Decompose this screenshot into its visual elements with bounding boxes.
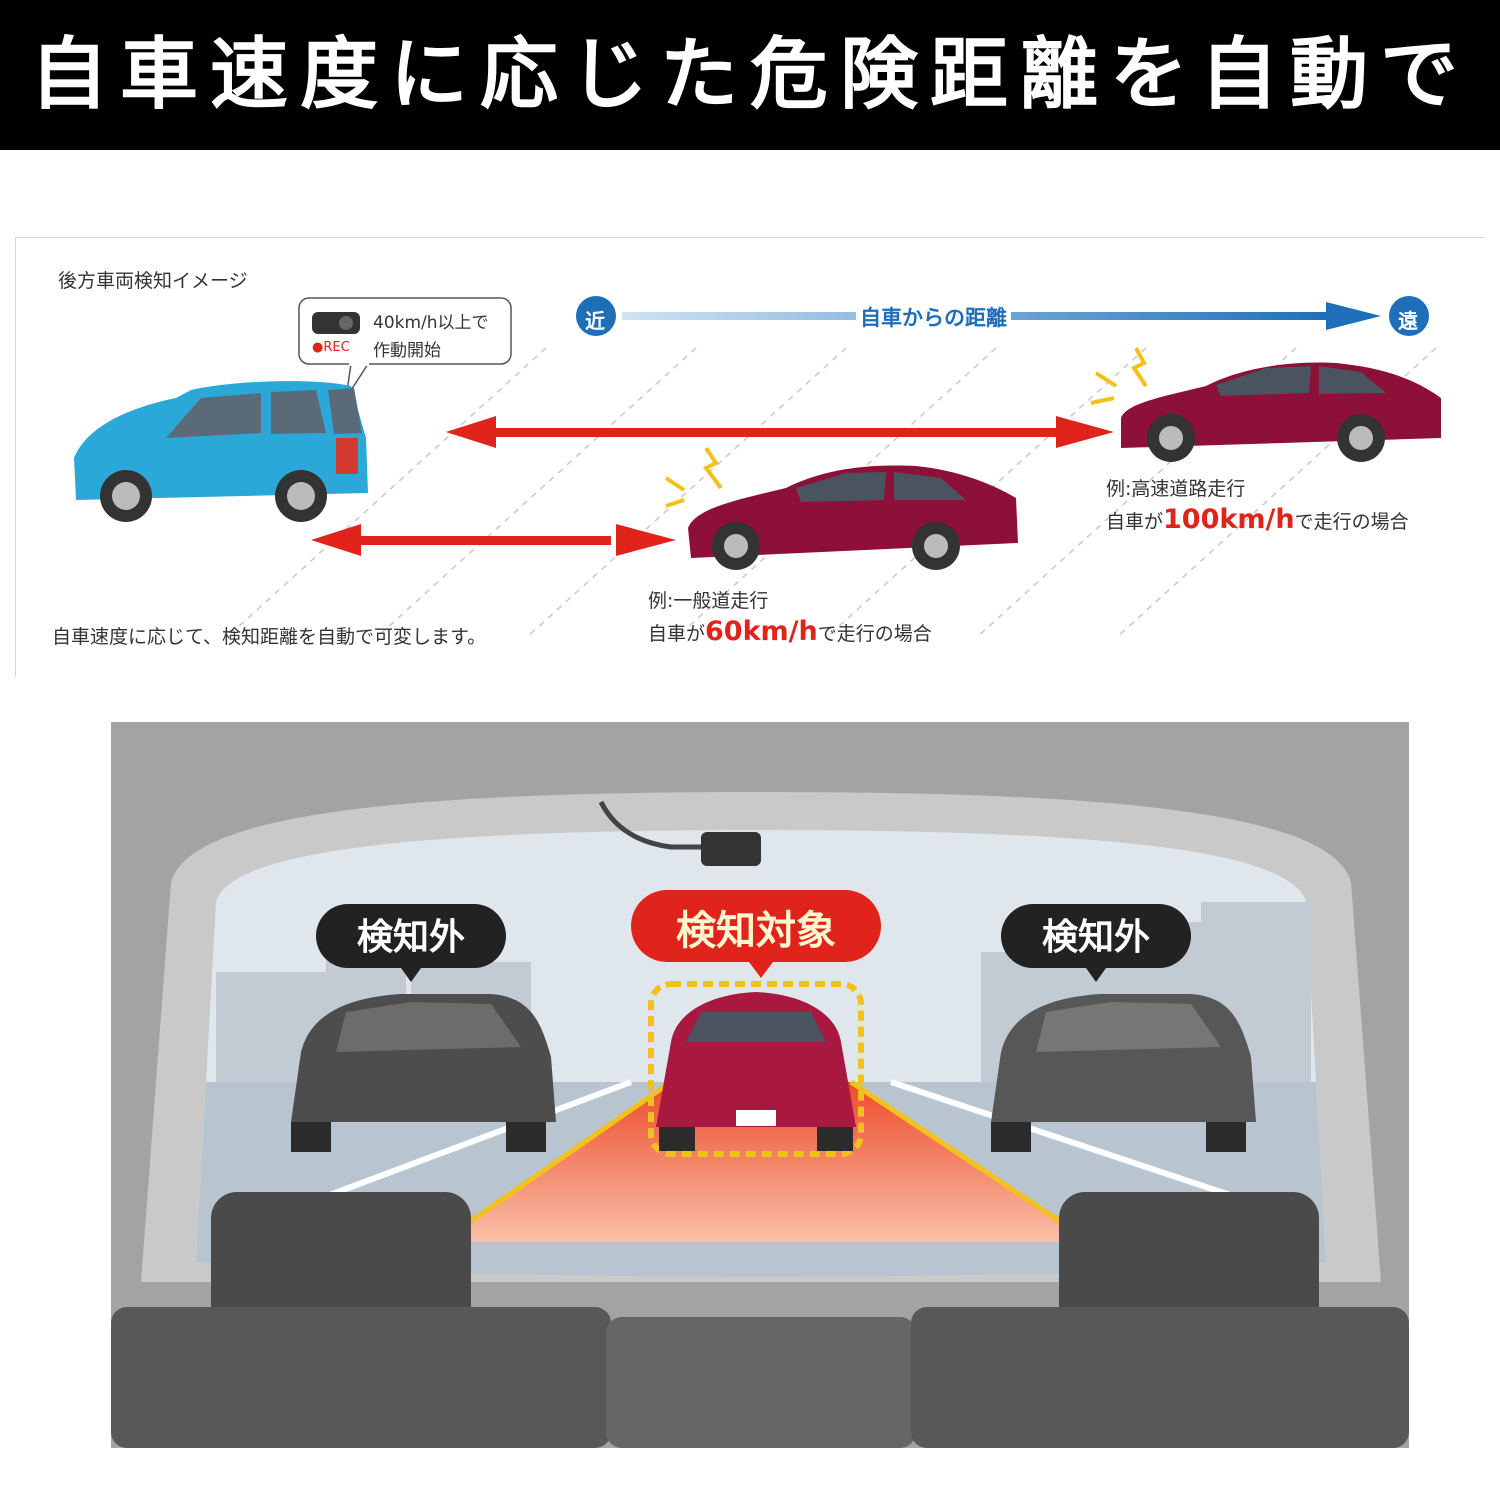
example-far-line2: 自車が100km/hで走行の場合	[1106, 504, 1409, 535]
example-near-suffix: で走行の場合	[817, 623, 932, 645]
example-far-line1: 例:高速道路走行	[1106, 478, 1246, 500]
detection-zone	[441, 1082, 1091, 1242]
center-label-bubble	[631, 890, 881, 978]
left-label-bubble	[316, 904, 506, 982]
diagram-illustration	[74, 296, 1441, 639]
diagram-heading: 後方車両検知イメージ	[58, 270, 248, 292]
near-circle	[576, 296, 616, 336]
distance-label: 自車からの距離	[856, 302, 1011, 332]
rear-seats	[111, 1307, 1409, 1448]
callout-line-1: 40km/h以上で	[373, 313, 489, 333]
header-banner: 自車速度に応じた危険距離を自動で認識	[0, 0, 1500, 270]
far-label: 遠	[1398, 309, 1418, 333]
callout-line-2: 作動開始	[373, 341, 441, 361]
example-near-line2: 自車が60km/hで走行の場合	[648, 616, 932, 647]
far-distance-arrow	[446, 416, 1114, 448]
rec-indicator: ●REC	[312, 340, 350, 355]
center-car-detected	[648, 981, 864, 1157]
near-car-maroon	[664, 446, 1018, 570]
scene-illustration	[111, 722, 1409, 1448]
right-label-bubble	[1001, 904, 1191, 982]
near-label: 近	[585, 309, 605, 333]
example-near-prefix: 自車が	[648, 623, 706, 645]
near-distance-arrow	[311, 524, 676, 556]
center-label: 検知対象	[676, 908, 836, 954]
left-label: 検知外	[356, 917, 465, 958]
rear-dashcam-icon	[701, 832, 761, 866]
right-label: 検知外	[1041, 917, 1150, 958]
rear-headrests	[211, 1192, 1319, 1342]
banner-title: 自車速度に応じた危険距離を自動で認識	[29, 30, 1470, 270]
distance-arrow-head	[1326, 302, 1381, 330]
right-car-not-detected	[991, 994, 1256, 1152]
example-far-prefix: 自車が	[1106, 511, 1164, 533]
far-circle	[1389, 296, 1429, 336]
far-car-maroon	[1090, 347, 1441, 462]
left-car-not-detected	[291, 994, 556, 1152]
rear-detection-diagram: 後方車両検知イメージ 40km/h以上で 作動開始 ●REC 近 自車からの距離…	[15, 237, 1485, 677]
example-near-line1: 例:一般道走行	[648, 590, 769, 612]
example-far-speed: 100km/h	[1163, 504, 1295, 535]
example-near-speed: 60km/h	[705, 616, 818, 647]
example-far-suffix: で走行の場合	[1294, 511, 1409, 533]
rear-window-scene: 検知外 検知対象 検知外	[111, 722, 1409, 1448]
diagram-caption: 自車速度に応じて、検知距離を自動で可変します。	[52, 626, 487, 648]
own-car-blue	[74, 381, 368, 522]
